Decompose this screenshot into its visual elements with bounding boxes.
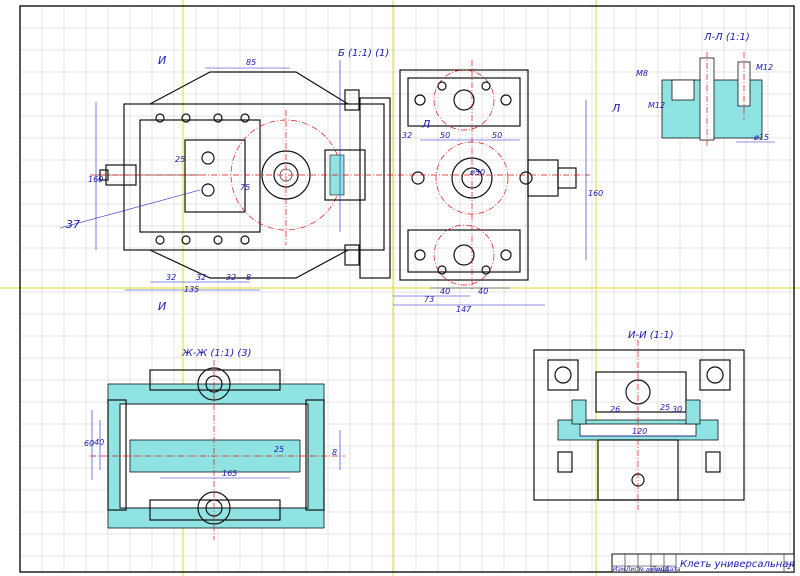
- dim-l-m12-b: M12: [648, 101, 665, 110]
- dim-l-m12-a: M12: [756, 63, 773, 72]
- dim-i-120: 120: [632, 427, 647, 436]
- dim-l-dia15: ø15: [753, 133, 769, 142]
- view-l: [661, 52, 775, 148]
- dim-b-8: 8: [246, 273, 251, 282]
- dim-b-40-a: 40: [440, 287, 450, 296]
- title-col-list: Лист: [625, 566, 642, 573]
- dim-i-25: 25: [660, 403, 670, 412]
- title-block: [611, 553, 795, 573]
- dim-b-135: 135: [184, 285, 199, 294]
- view-b-title: Б (1:1) (1): [338, 48, 389, 59]
- dim-b-25: 25: [175, 155, 185, 164]
- dim-b-32-c: 32: [226, 273, 236, 282]
- dim-l-m8: M8: [636, 69, 648, 78]
- dim-zh-8: 8: [332, 448, 337, 457]
- view-i-title: И-И (1:1): [628, 330, 674, 341]
- dim-zh-40: 40: [94, 438, 104, 447]
- dim-b-147: 147: [456, 305, 472, 314]
- dim-b-160-left: 160: [88, 175, 103, 184]
- callout-part-37: 37: [66, 218, 80, 231]
- dim-b-73: 73: [424, 295, 434, 304]
- title-col-date: Дата: [664, 566, 681, 573]
- dim-b-85: 85: [246, 58, 256, 67]
- section-mark-i-bottom: И: [158, 300, 166, 313]
- title-col-sign: Подп.: [652, 566, 670, 573]
- view-l-title: Л-Л (1:1): [703, 32, 750, 43]
- view-zh-title: Ж-Ж (1:1) (3): [181, 348, 252, 359]
- dim-zh-165: 165: [222, 469, 237, 478]
- sheet-frame: [19, 5, 795, 573]
- title-col-izm: Изм.: [613, 566, 627, 573]
- dim-i-30: 30: [672, 405, 682, 414]
- dim-b-32-d: 32: [402, 131, 412, 140]
- section-mark-i-top: И: [158, 54, 166, 67]
- sheet-number: 2: [787, 563, 792, 571]
- dim-zh-60: 60: [84, 439, 94, 448]
- section-mark-l-right: Л: [611, 102, 620, 115]
- dim-b-40-b: 40: [478, 287, 488, 296]
- section-mark-l: Л: [421, 118, 430, 131]
- dim-b-50-b: 50: [492, 131, 502, 140]
- title-col-doc: № докум.: [638, 567, 664, 573]
- dim-b-50-a: 50: [440, 131, 450, 140]
- dim-i-26: 26: [610, 405, 620, 414]
- dim-b-160-right: 160: [588, 189, 603, 198]
- view-b: [59, 60, 590, 306]
- dim-b-32-a: 32: [166, 273, 176, 282]
- drawing-title: Клеть универсальная: [680, 559, 794, 570]
- dim-b-32-b: 32: [196, 273, 206, 282]
- view-i: [533, 340, 745, 510]
- dim-zh-25: 25: [274, 445, 284, 454]
- dim-b-dia50: ø50: [469, 168, 485, 177]
- view-zh: [90, 360, 345, 540]
- dim-b-75: 75: [240, 183, 250, 192]
